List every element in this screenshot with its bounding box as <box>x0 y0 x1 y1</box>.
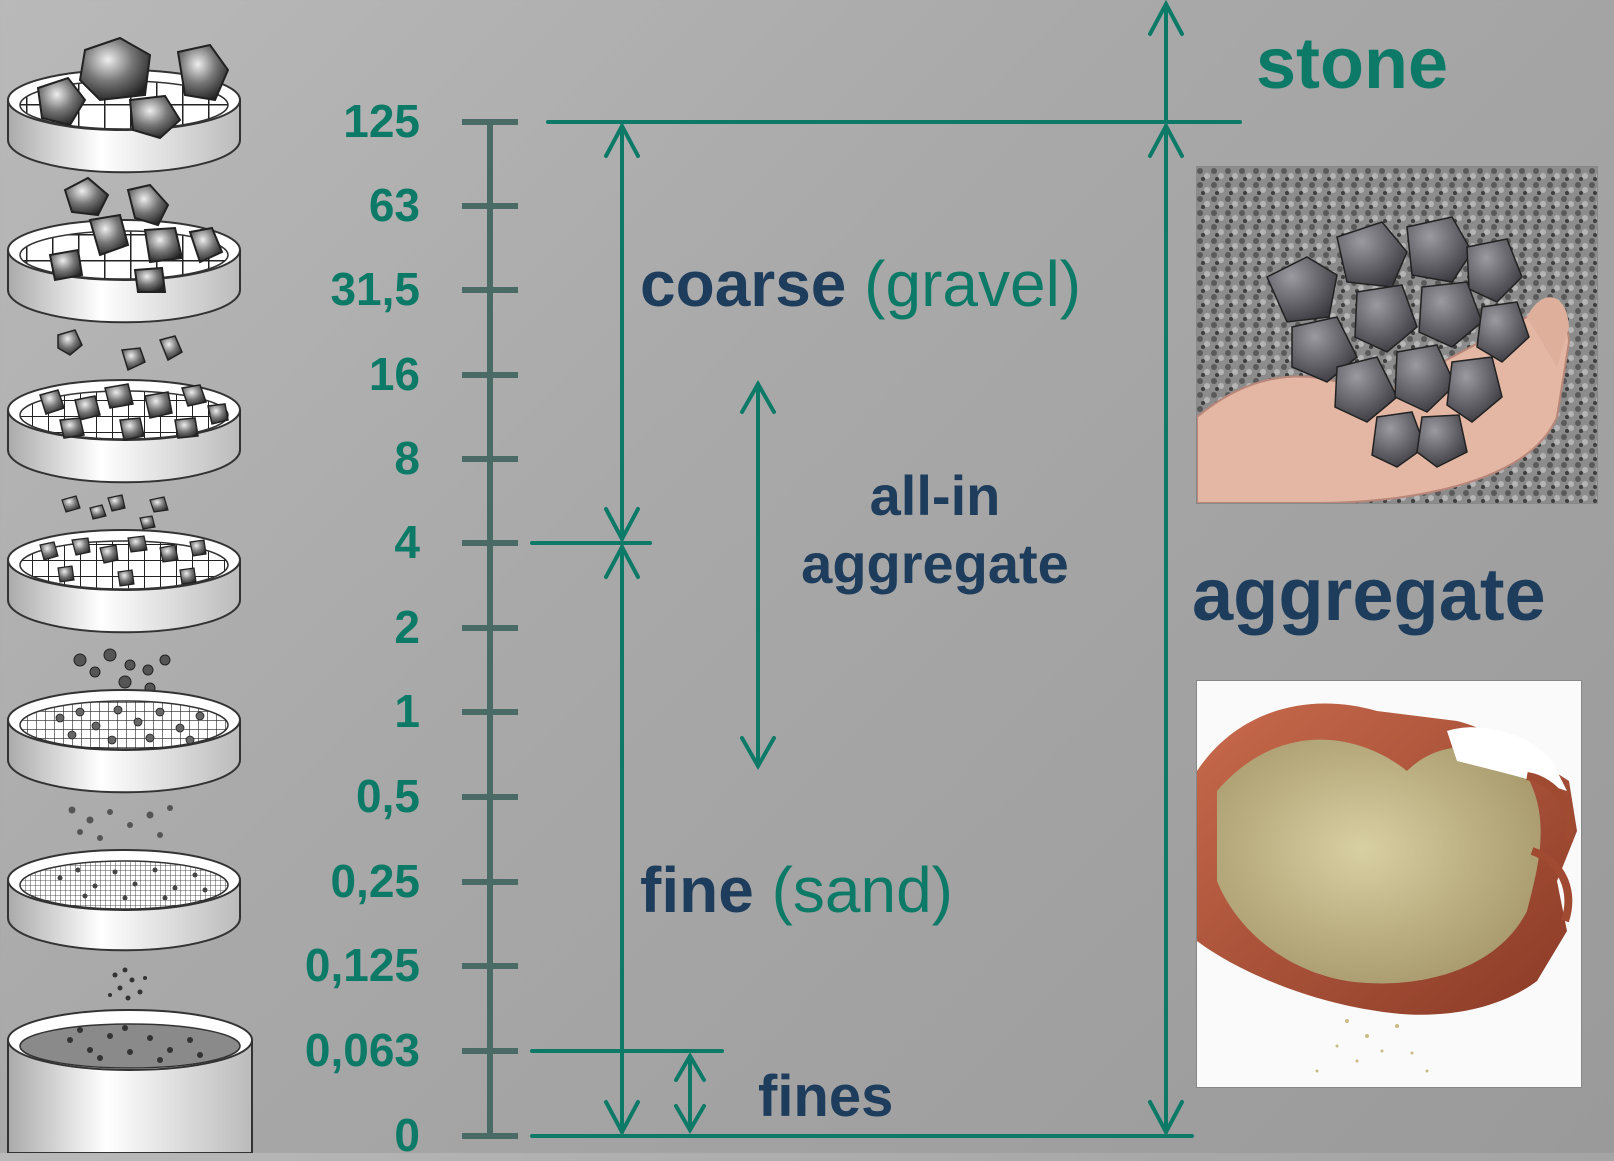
tick-label-1: 1 <box>260 688 420 734</box>
stone-arrow <box>1150 4 1182 122</box>
tick-label-0-5: 0,5 <box>260 773 420 819</box>
coarse-gravel-label: coarse (gravel) <box>640 252 1081 316</box>
tick-label-125: 125 <box>260 98 420 144</box>
fine-sand-label: fine (sand) <box>640 858 953 922</box>
gravel-photo <box>1196 166 1598 504</box>
all-in-line1: all-in <box>770 462 1100 530</box>
gravel-note: (gravel) <box>864 248 1081 320</box>
all-in-line2: aggregate <box>770 530 1100 598</box>
stone-label: stone <box>1256 28 1448 100</box>
tick-label-0-063: 0,063 <box>260 1027 420 1073</box>
fines-arrow <box>676 1056 704 1130</box>
sand-photo <box>1196 680 1582 1088</box>
tick-label-0-25: 0,25 <box>260 858 420 904</box>
tick-label-0: 0 <box>260 1112 420 1158</box>
tick-label-8: 8 <box>260 435 420 481</box>
coarse-label: coarse <box>640 248 846 320</box>
fines-label: fines <box>758 1068 893 1126</box>
sand-note: (sand) <box>772 854 953 926</box>
aggregate-label: aggregate <box>1192 558 1546 632</box>
scale-axis <box>462 122 518 1136</box>
fine-label: fine <box>640 854 754 926</box>
tick-label-16: 16 <box>260 351 420 397</box>
tick-label-2: 2 <box>260 604 420 650</box>
tick-label-31-5: 31,5 <box>260 266 420 312</box>
tick-label-63: 63 <box>260 182 420 228</box>
coarse-arrow <box>606 126 638 539</box>
aggregate-arrow <box>1150 126 1182 1132</box>
all-in-aggregate-label: all-in aggregate <box>770 462 1100 598</box>
tick-label-0-125: 0,125 <box>260 942 420 988</box>
fine-arrow <box>606 547 638 1132</box>
tick-label-4: 4 <box>260 519 420 565</box>
